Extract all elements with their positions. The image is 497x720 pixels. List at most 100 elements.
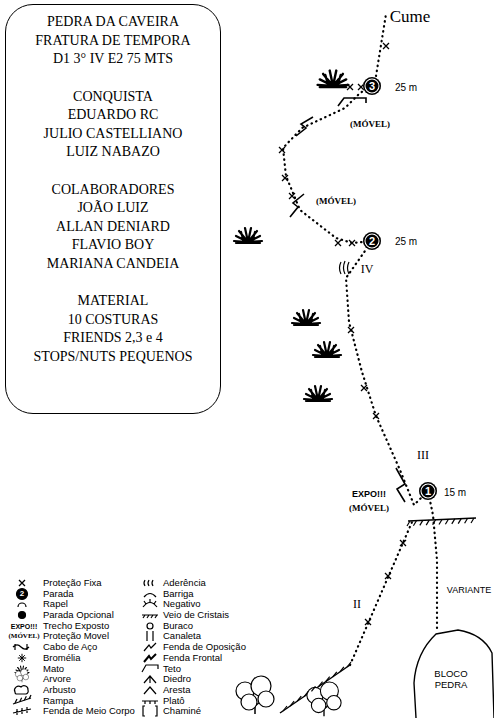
- crack: [296, 117, 313, 136]
- belay-station: 2: [363, 232, 381, 250]
- legend-entry: Chaminé: [163, 706, 201, 716]
- legend-entry: Cabo de Aço: [43, 642, 97, 652]
- route-info-line: 10 COSTURAS: [10, 311, 216, 330]
- fixed-bolt: [400, 540, 406, 546]
- belay-number: 1: [425, 486, 431, 497]
- bush: [313, 342, 341, 357]
- legend-sample: [142, 615, 158, 618]
- hatch: [471, 518, 474, 523]
- summit-label: Cume: [390, 8, 431, 25]
- legend-entry: Aderência: [163, 578, 206, 588]
- legend-sample: [19, 612, 26, 619]
- legend-sample: [19, 580, 25, 586]
- bush: [234, 228, 262, 243]
- hatch: [283, 706, 287, 711]
- hatch: [340, 667, 344, 672]
- legend-sample: [13, 698, 31, 704]
- hatch: [319, 682, 323, 687]
- route-info-line: EDUARDO RC: [10, 106, 216, 125]
- legend-entry: Proteção Movel: [43, 631, 109, 641]
- route-info-line: FLAVIO BOY: [10, 236, 216, 255]
- hatch: [407, 521, 410, 526]
- legend-entry: Fenda Frontal: [163, 653, 222, 663]
- hatch: [458, 519, 461, 524]
- hatch: [439, 520, 442, 525]
- hatch: [290, 701, 294, 706]
- legend-sample-text: EXPO!!!: [11, 623, 37, 630]
- pitch-length: 25 m: [395, 83, 417, 93]
- runout-note: EXPO!!!: [352, 490, 386, 499]
- legend-sample: [18, 654, 26, 662]
- boulder: BLOCO PEDRA: [408, 628, 494, 718]
- belay-number: 2: [369, 236, 375, 247]
- tree: [236, 676, 274, 714]
- legend-sample: [144, 676, 156, 683]
- hatch: [420, 520, 423, 525]
- pitch-length: 15 m: [444, 488, 466, 498]
- belay-number: 3: [369, 81, 375, 92]
- legend-entry: Canaleta: [163, 631, 201, 641]
- legend-entry: Mato: [43, 664, 64, 674]
- hatch: [311, 686, 315, 691]
- legend-entry: Veio de Cristais: [163, 610, 229, 620]
- legend-sample: [147, 623, 153, 629]
- bush: [292, 310, 320, 325]
- bush: [318, 71, 349, 88]
- pitch-length: 25 m: [395, 237, 417, 247]
- route-line: [283, 91, 363, 243]
- legend-sample: [144, 643, 156, 651]
- hatch: [465, 518, 468, 523]
- tree: [236, 676, 341, 716]
- gear-note: (MÓVEL): [316, 197, 356, 206]
- fixed-bolt: [385, 573, 391, 579]
- legend-entry: Parada: [43, 589, 74, 599]
- pitch-grade: III: [417, 449, 429, 461]
- pitch-grade: IV: [361, 263, 374, 275]
- hatch: [333, 672, 337, 677]
- route-line: [346, 250, 421, 505]
- variant-label: VARIANTE: [447, 586, 491, 595]
- route-info-line: FRIENDS 2,3 e 4: [10, 329, 216, 348]
- hatch: [15, 695, 31, 703]
- pitch-grade: II: [353, 598, 361, 610]
- boulder-outline: [414, 630, 494, 718]
- legend-sample: [143, 706, 157, 716]
- route-info-line: ALLAN DENIARD: [10, 218, 216, 237]
- belay-station: 1: [419, 482, 437, 500]
- hatch: [347, 662, 351, 667]
- hatch: [452, 519, 455, 524]
- legend-entry: Fenda de Meio Corpo: [43, 706, 135, 716]
- bush: [234, 71, 348, 401]
- route-info-line: JULIO CASTELLIANO: [10, 125, 216, 144]
- legend-entry: Buraco: [163, 621, 193, 631]
- legend-sample: [13, 644, 29, 650]
- hatch: [29, 695, 31, 699]
- route-line: [430, 501, 437, 628]
- route-info-line: JOÃO LUIZ: [10, 199, 216, 218]
- legend-sample: [15, 669, 28, 682]
- legend-entry: Arbusto: [43, 685, 76, 695]
- crack: [290, 194, 304, 217]
- tree: [307, 682, 341, 716]
- legend-entry: Parada Opcional: [43, 610, 114, 620]
- gear-note: (MÓVEL): [350, 120, 390, 129]
- legend-entry: Negativo: [163, 599, 201, 609]
- legend-sample: [142, 701, 158, 704]
- legend-entry: Aresta: [163, 685, 190, 695]
- hatch: [24, 696, 26, 700]
- legend-entry: Trecho Exposto: [43, 621, 109, 631]
- fixed-bolt: [365, 619, 371, 625]
- legend-sample: [15, 686, 29, 694]
- legend-sample: [142, 665, 158, 672]
- crack: [396, 468, 405, 502]
- hatch: [426, 520, 429, 525]
- legend-sample: [13, 707, 31, 715]
- route-info-line: MATERIAL: [10, 292, 216, 311]
- legend-sample: [144, 580, 153, 586]
- route-info-line: D1 3° IV E2 75 MTS: [10, 50, 216, 69]
- route-dots: [350, 14, 412, 665]
- fixed-bolt: [279, 43, 406, 625]
- route-info-line: FRATURA DE TEMPORA: [10, 32, 216, 51]
- fixed-bolt: [383, 43, 389, 49]
